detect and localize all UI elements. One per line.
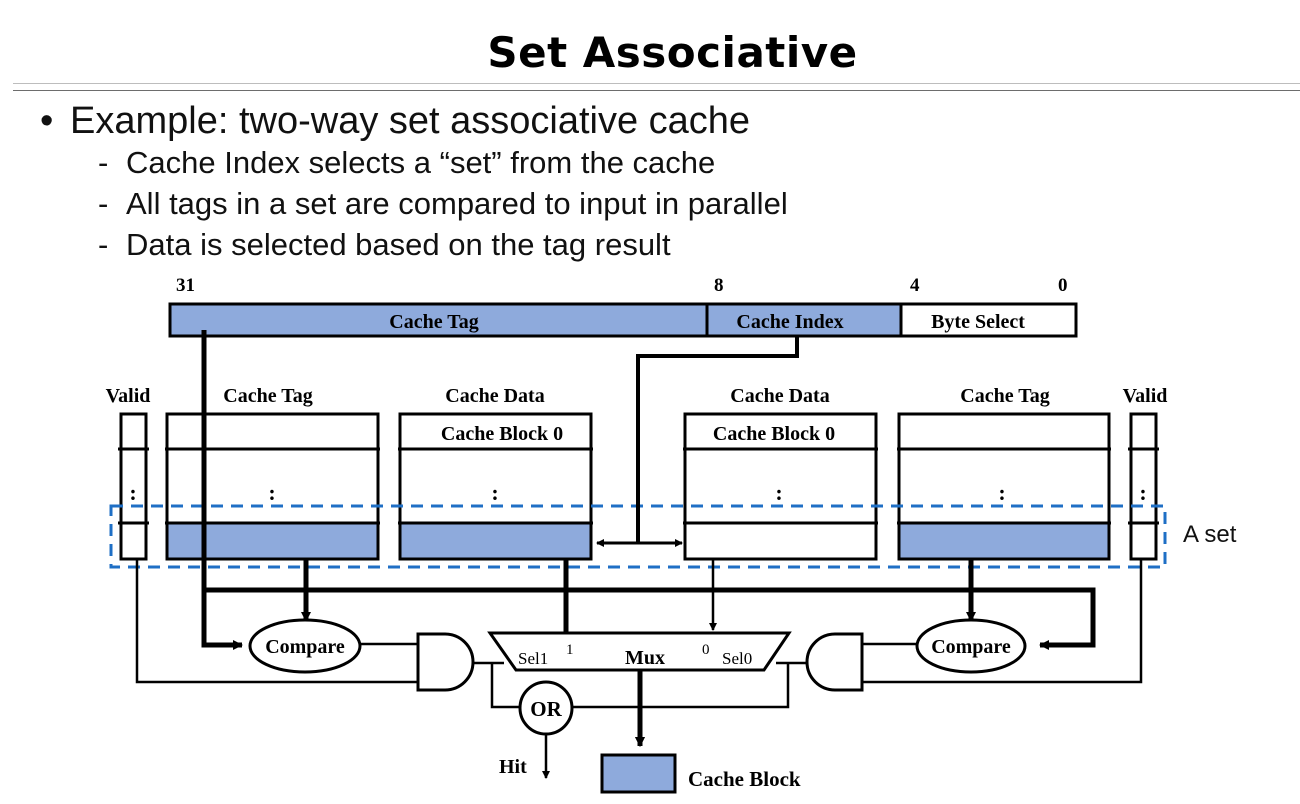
sub-bullet-marker: -	[98, 145, 109, 180]
left-tag-header: Cache Tag	[223, 385, 312, 407]
ellipsis: :	[129, 480, 136, 505]
sub-bullet-marker: -	[98, 227, 109, 262]
sub-bullet-item: -Data is selected based on the tag resul…	[40, 224, 788, 265]
address-register: Cache Tag Cache Index Byte Select	[168, 302, 1078, 338]
address-offset-label: Byte Select	[931, 311, 1025, 333]
mux-sel0-label: Sel0	[722, 649, 752, 668]
hit-label: Hit	[499, 756, 527, 778]
left-block0-label: Cache Block 0	[441, 423, 563, 445]
ellipsis: :	[998, 480, 1005, 505]
mux-label: Mux	[625, 647, 665, 669]
index-wire	[596, 336, 799, 547]
tag-wire	[201, 330, 1096, 650]
mux-input1-label: 1	[566, 642, 574, 658]
ellipsis: :	[491, 480, 498, 505]
bullet-text: Example: two-way set associative cache	[70, 100, 751, 142]
title-divider-top	[13, 83, 1300, 84]
right-tag-header: Cache Tag	[960, 385, 1049, 407]
left-hit-wire	[472, 661, 519, 709]
mux: Mux Sel1 Sel0 1 0	[487, 631, 792, 672]
left-and-gate	[416, 632, 475, 692]
mux-sel1-label: Sel1	[518, 649, 548, 668]
or-gate: OR	[518, 680, 574, 736]
sub-bullet-text: Cache Index selects a “set” from the cac…	[126, 145, 716, 180]
mux-input0-label: 0	[702, 642, 710, 658]
ellipsis: :	[775, 480, 782, 505]
right-block0-label: Cache Block 0	[713, 423, 835, 445]
address-offset-field	[899, 302, 1078, 338]
sub-bullet-item: -Cache Index selects a “set” from the ca…	[40, 142, 788, 183]
right-compare: Compare	[915, 618, 1027, 674]
bit-label-31: 31	[176, 275, 195, 296]
right-and-gate	[805, 632, 864, 692]
left-valid-array: :	[118, 412, 149, 561]
bullet-list: •Example: two-way set associative cache …	[40, 100, 788, 265]
right-valid-header: Valid	[1123, 385, 1168, 407]
right-compare-label: Compare	[931, 636, 1011, 658]
left-compare-label: Compare	[265, 636, 345, 658]
right-valid-wire	[862, 559, 1143, 684]
sub-bullet-marker: -	[98, 186, 109, 221]
left-data-header: Cache Data	[445, 385, 544, 407]
right-data-array: Cache Block 0 :	[683, 412, 878, 561]
address-tag-label: Cache Tag	[389, 311, 478, 333]
left-compare: Compare	[248, 618, 362, 674]
left-valid-header: Valid	[106, 385, 151, 407]
left-data-array: Cache Block 0 :	[398, 412, 593, 561]
sub-bullet-text: All tags in a set are compared to input …	[126, 186, 788, 221]
right-data-header: Cache Data	[730, 385, 829, 407]
bullet-marker: •	[40, 100, 54, 142]
output-cache-block	[600, 753, 677, 794]
right-valid-array: :	[1128, 412, 1159, 561]
sub-bullet-text: Data is selected based on the tag result	[126, 227, 671, 262]
ellipsis: :	[1139, 480, 1146, 505]
left-tag-array: :	[165, 412, 380, 561]
left-valid-wire	[135, 559, 418, 684]
set-label: A set	[1183, 521, 1237, 548]
output-cache-block-label: Cache Block	[688, 767, 801, 791]
ellipsis: :	[268, 480, 275, 505]
slide-title: Set Associative	[487, 28, 858, 77]
bit-label-4: 4	[910, 275, 920, 296]
right-hit-wire	[573, 661, 808, 709]
or-label: OR	[530, 697, 562, 721]
title-divider-bottom	[13, 90, 1300, 91]
bit-label-0: 0	[1058, 275, 1068, 296]
right-tag-array: :	[897, 412, 1111, 561]
address-index-label: Cache Index	[736, 311, 843, 333]
bullet-item: • Example: two-way set associative cache	[40, 100, 788, 142]
sub-bullet-item: -All tags in a set are compared to input…	[40, 183, 788, 224]
bit-label-8: 8	[714, 275, 724, 296]
